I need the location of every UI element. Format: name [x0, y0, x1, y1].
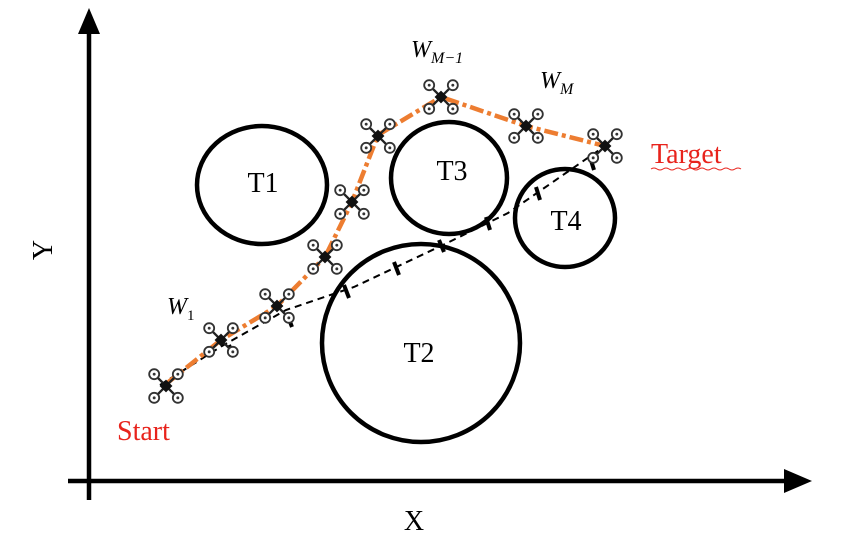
- drone-icon: [334, 184, 370, 220]
- target-label-underline: [650, 167, 742, 171]
- obstacle-t3: [388, 119, 510, 237]
- reference-tick: [392, 261, 401, 276]
- drone-icon: [307, 239, 343, 275]
- obstacle-t2: [319, 241, 523, 445]
- obstacles: [194, 119, 618, 445]
- reference-tick: [342, 284, 351, 299]
- obstacle-label-t3: T3: [436, 156, 467, 187]
- waypoint-label-wm-1: WM−1: [411, 37, 463, 67]
- reference-tick: [534, 186, 542, 201]
- reference-tick: [437, 239, 446, 253]
- obstacle-label-t4: T4: [550, 206, 581, 237]
- obstacle-t1: [194, 123, 330, 247]
- obstacle-t4: [512, 166, 618, 270]
- reference-tick: [484, 216, 492, 231]
- drone-icon: [148, 368, 184, 404]
- drone-icon: [259, 288, 295, 324]
- drone-icon: [587, 128, 623, 164]
- obstacle-label-t1: T1: [247, 168, 278, 199]
- reference-path: [159, 145, 606, 386]
- drones: [148, 78, 623, 404]
- drone-icon: [508, 107, 544, 144]
- waypoint-label-w1: W1: [167, 294, 195, 324]
- drone-icon: [423, 78, 459, 115]
- drone-icon: [360, 117, 396, 154]
- y-axis: [78, 8, 100, 500]
- reference-path-ticks: [227, 156, 596, 358]
- y-axis-label: Y: [28, 240, 59, 260]
- x-axis: [68, 469, 812, 493]
- start-label: Start: [117, 416, 170, 447]
- x-axis-label: X: [404, 506, 424, 537]
- target-label: Target: [651, 139, 722, 170]
- obstacle-label-t2: T2: [403, 338, 434, 369]
- waypoint-label-wm: WM: [540, 68, 575, 98]
